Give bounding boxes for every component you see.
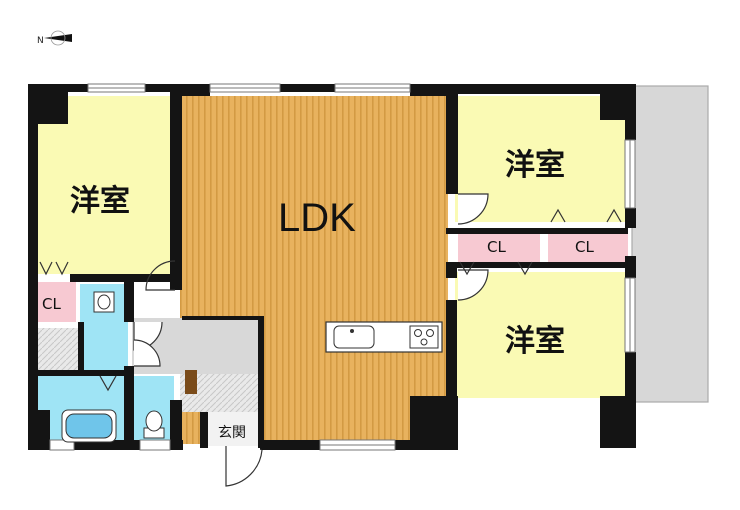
closet-west-label: CL — [42, 295, 61, 313]
entrance-label: 玄関 — [218, 425, 246, 441]
se-bedroom-label: 洋室 — [505, 324, 565, 359]
doors — [39, 193, 622, 487]
ldk-label: LDK — [278, 196, 356, 240]
laundry-area — [38, 328, 78, 370]
entrance-floor — [208, 412, 260, 446]
toilet-icon — [143, 410, 165, 439]
closet-west — [38, 282, 76, 322]
closet-east — [548, 232, 628, 262]
walls — [28, 84, 636, 450]
washbasin-icon — [93, 291, 115, 313]
shoe-cabinet — [185, 370, 197, 394]
compass-icon: N — [37, 30, 72, 46]
compass-north-label: N — [37, 36, 44, 46]
stove-icon — [409, 325, 439, 349]
balcony — [631, 85, 709, 403]
ne-bedroom-label: 洋室 — [505, 148, 565, 183]
room-se-bedroom — [455, 272, 625, 398]
kitchen-sink-icon — [333, 325, 375, 349]
room-west-bedroom — [38, 96, 175, 274]
closet-east-label: CL — [575, 238, 594, 256]
west-bedroom-label: 洋室 — [70, 184, 130, 219]
bathtub-icon — [61, 409, 117, 443]
closet-middle — [458, 232, 540, 262]
windows — [49, 83, 636, 451]
closet-middle-label: CL — [487, 238, 506, 256]
